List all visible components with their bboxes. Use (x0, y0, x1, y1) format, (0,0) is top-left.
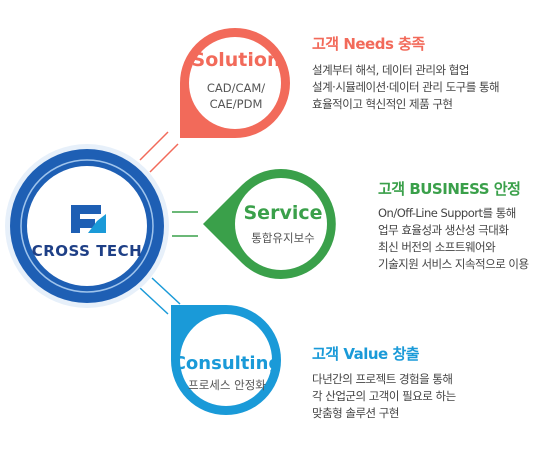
connector-solution-outer (139, 131, 169, 161)
solution-node: Solution CAD/CAM/ CAE/PDM (180, 28, 290, 138)
service-node: Service 통합유지보수 (203, 169, 336, 279)
consulting-description: 다년간의 프로젝트 경험을 통해 각 산업군의 고객이 필요로 하는 맞춤형 솔… (312, 371, 456, 422)
service-desc-line-3: 최신 버전의 소프트웨어와 (378, 240, 496, 254)
consulting-node: Consulting 프로세스 안정화 (171, 305, 281, 415)
connector-solution-inner (149, 143, 179, 173)
brand-text: CROSS TECH (32, 242, 143, 260)
service-heading: 고객 BUSINESS 안정 (378, 180, 521, 198)
connectors (139, 131, 198, 315)
service-sub: 통합유지보수 (251, 231, 314, 245)
center-circle: CROSS TECH (5, 144, 169, 308)
solution-desc-line-1: 설계부터 해석, 데이터 관리와 협업 (312, 63, 469, 77)
connector-consulting-inner (151, 277, 181, 305)
consulting-desc-line-3: 맞춤형 솔루션 구현 (312, 406, 399, 420)
cross-tech-logo-icon (71, 205, 106, 233)
service-desc-line-1: On/Off-Line Support를 통해 (378, 206, 516, 220)
service-desc-line-2: 업무 효율성과 생산성 극대화 (378, 223, 509, 237)
solution-heading: 고객 Needs 충족 (312, 35, 425, 53)
solution-description: 설계부터 해석, 데이터 관리와 협업 설계·시뮬레이션·데이터 관리 도구를 … (312, 62, 500, 113)
consulting-desc-line-2: 각 산업군의 고객이 필요로 하는 (312, 389, 456, 403)
solution-desc-line-3: 효율적이고 혁신적인 제품 구현 (312, 97, 453, 111)
service-title: Service (244, 202, 323, 224)
service-description: On/Off-Line Support를 통해 업무 효율성과 생산성 극대화 … (378, 205, 529, 273)
connector-consulting-outer (139, 287, 169, 315)
consulting-sub: 프로세스 안정화 (188, 378, 266, 392)
solution-sub-line-1: CAD/CAM/ (207, 81, 265, 95)
solution-title: Solution (192, 49, 281, 71)
service-desc-line-4: 기술지원 서비스 지속적으로 이용 (378, 257, 529, 271)
solution-desc-line-2: 설계·시뮬레이션·데이터 관리 도구를 통해 (312, 80, 500, 94)
consulting-title: Consulting (173, 353, 282, 374)
solution-sub-line-2: CAE/PDM (210, 97, 263, 111)
consulting-desc-line-1: 다년간의 프로젝트 경험을 통해 (312, 372, 453, 386)
consulting-heading: 고객 Value 창출 (312, 345, 420, 363)
